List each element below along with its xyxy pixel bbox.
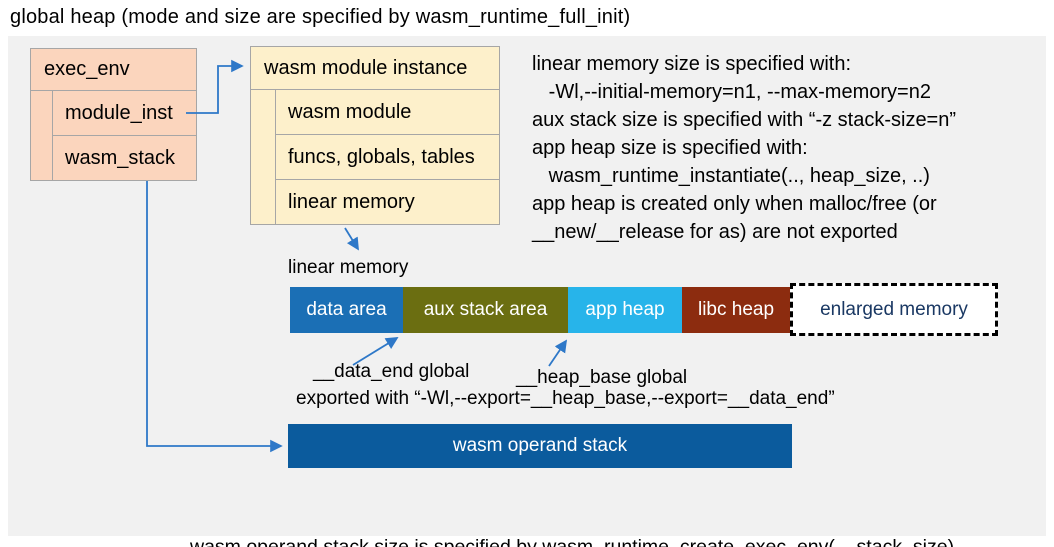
segment-libc-heap: libc heap — [682, 287, 790, 333]
data-end-global-label: __data_end global — [313, 361, 470, 382]
note-line: __new/__release for as) are not exported — [532, 221, 898, 243]
module-instance-field-linear-memory: linear memory — [288, 190, 415, 213]
wasm-operand-stack-box: wasm operand stack — [288, 424, 792, 468]
module-instance-title: wasm module instance — [251, 47, 499, 90]
module-instance-field-wasm-module: wasm module — [276, 90, 499, 135]
note-line: app heap size is specified with: — [532, 137, 808, 159]
exported-with-label: exported with “-Wl,--export=__heap_base,… — [296, 388, 835, 409]
note-line: linear memory size is specified with: — [532, 53, 851, 75]
module-instance-indent-strip — [251, 90, 276, 224]
operand-stack-notes: wasm operand stack size is specified by … — [190, 480, 954, 547]
note-line: wasm operand stack size is specified by … — [190, 536, 955, 547]
diagram-title: global heap (mode and size are specified… — [10, 6, 631, 28]
segment-data-area: data area — [290, 287, 403, 333]
linear-memory-bar: data area aux stack area app heap libc h… — [290, 287, 790, 333]
linear-memory-label: linear memory — [288, 257, 409, 278]
segment-app-heap: app heap — [568, 287, 682, 333]
exec-env-indent-strip — [31, 91, 53, 180]
note-line: app heap is created only when malloc/fre… — [532, 193, 937, 215]
note-line: wasm_runtime_instantiate(.., heap_size, … — [532, 165, 930, 187]
memory-size-notes: linear memory size is specified with: -W… — [532, 50, 1042, 246]
segment-enlarged-memory: enlarged memory — [790, 283, 998, 336]
exec-env-title: exec_env — [31, 49, 196, 91]
exec-env-field-module-inst: module_inst — [53, 91, 196, 136]
note-line: -Wl,--initial-memory=n1, --max-memory=n2 — [532, 81, 931, 103]
heap-base-global-label: __heap_base global — [516, 367, 688, 388]
segment-aux-stack-area: aux stack area — [403, 287, 568, 333]
note-line: aux stack size is specified with “-z sta… — [532, 109, 957, 131]
exec-env-field-wasm-stack: wasm_stack — [65, 146, 176, 169]
module-instance-field-funcs-globals-tables: funcs, globals, tables — [276, 135, 499, 180]
exec-env-box: exec_env module_inst wasm_stack — [30, 48, 197, 181]
module-instance-box: wasm module instance wasm module funcs, … — [250, 46, 500, 225]
